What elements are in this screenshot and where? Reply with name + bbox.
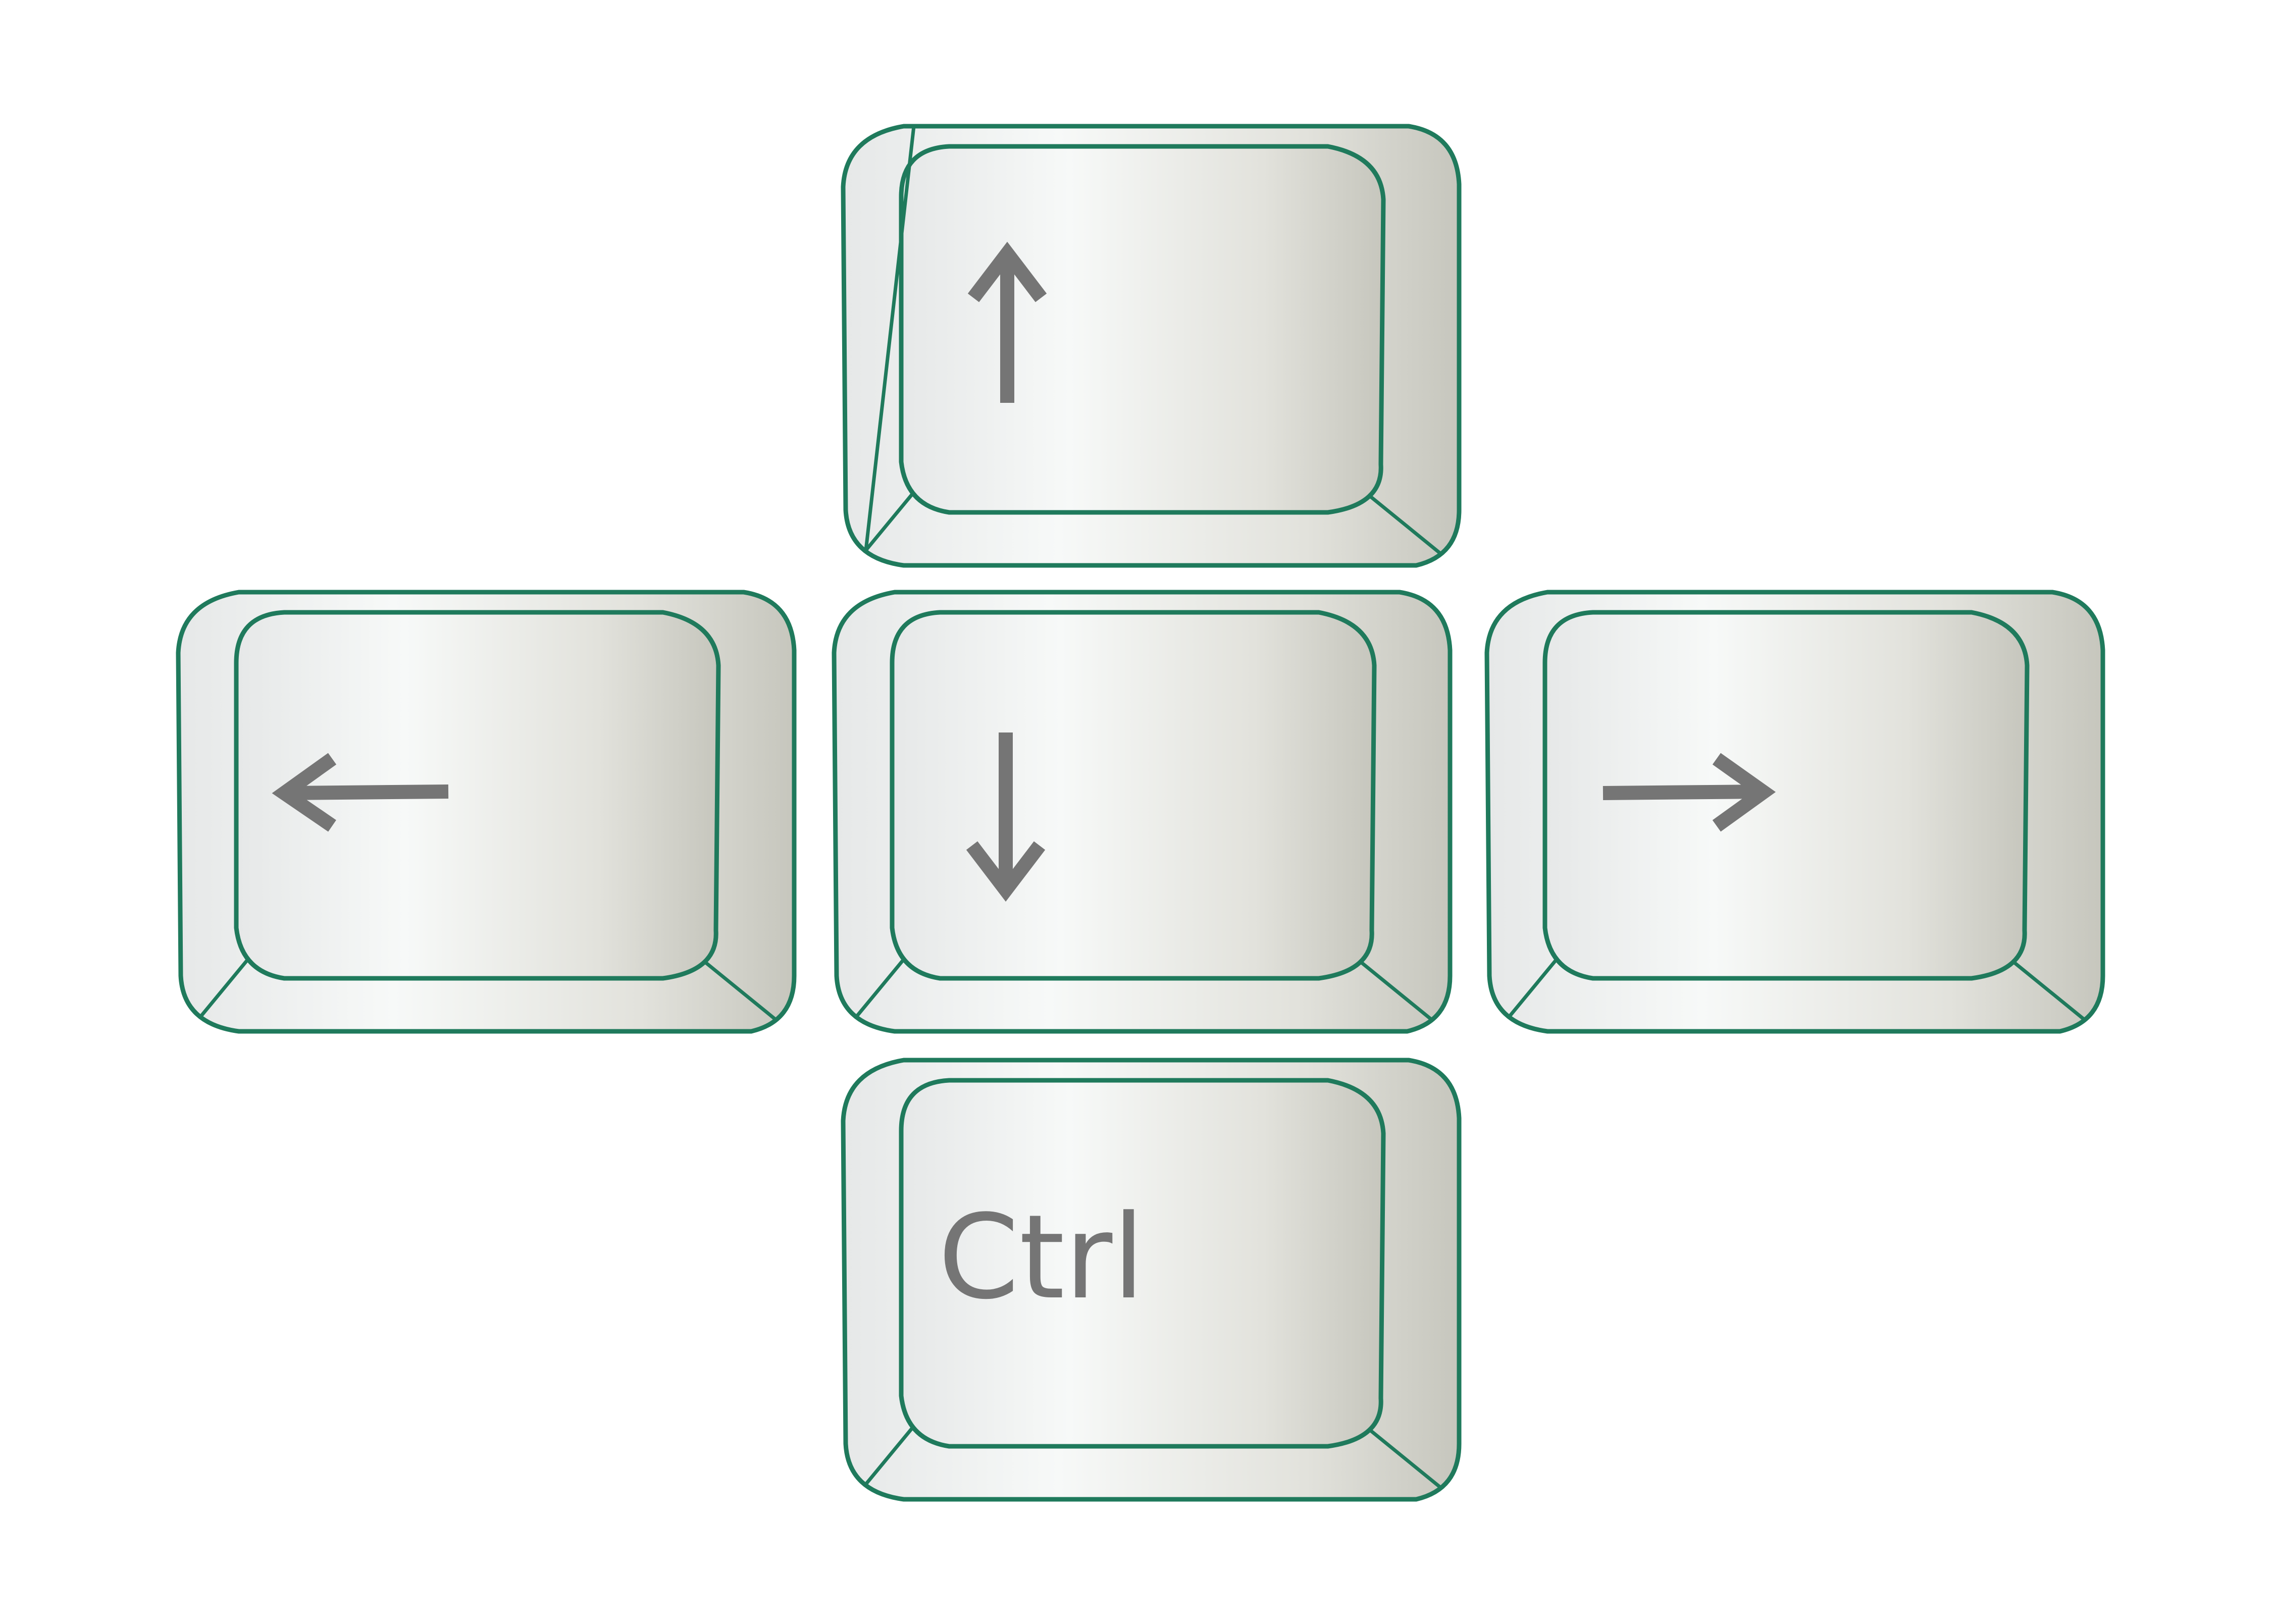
ctrl-key[interactable]: Ctrl	[841, 1058, 1462, 1502]
bevel-left	[864, 491, 915, 552]
up-arrow-key[interactable]	[841, 124, 1462, 568]
key-top	[899, 144, 1386, 515]
bevel-right	[702, 959, 778, 1022]
key-top	[890, 610, 1377, 981]
right-arrow-key[interactable]	[1484, 590, 2105, 1034]
arrow-down-icon	[966, 732, 1046, 902]
bevel-right	[1367, 493, 1443, 556]
key-top	[234, 610, 721, 981]
bevel-left	[1508, 957, 1559, 1018]
ctrl-key-label: Ctrl	[938, 1190, 1145, 1325]
bevel-left	[855, 957, 906, 1018]
arrow-up-icon	[967, 241, 1047, 403]
bevel-left	[864, 1425, 915, 1486]
bevel-left	[199, 957, 250, 1018]
key-top	[899, 1078, 1386, 1449]
down-arrow-key[interactable]	[832, 590, 1453, 1034]
arrow-right-icon	[1602, 753, 1776, 832]
bevel-right	[2010, 959, 2087, 1022]
key-top	[1542, 610, 2030, 981]
bevel-right	[1358, 959, 1434, 1022]
bevel-right	[1367, 1427, 1443, 1490]
arrow-left-icon	[272, 753, 449, 832]
left-arrow-key[interactable]	[176, 590, 797, 1034]
